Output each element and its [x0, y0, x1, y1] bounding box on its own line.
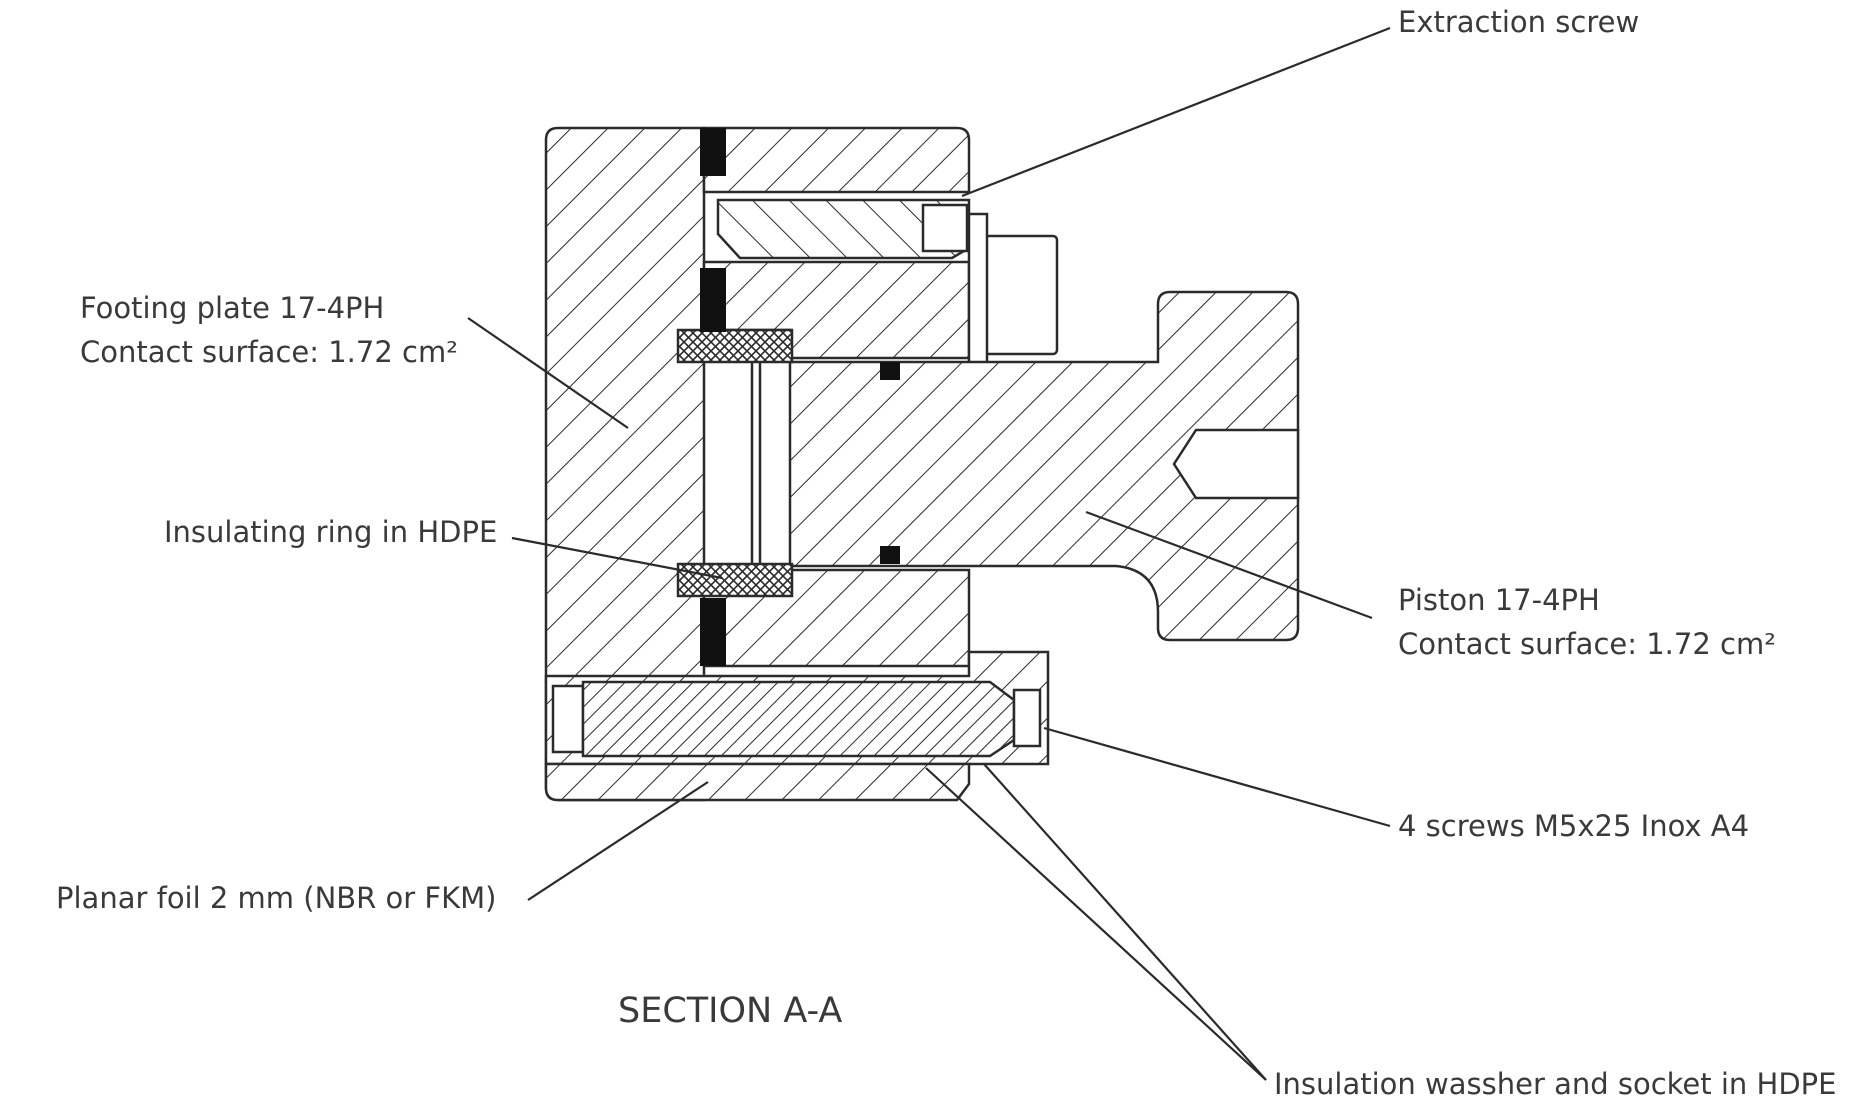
- label-planar-foil: Planar foil 2 mm (NBR or FKM): [56, 881, 496, 915]
- upper-cylinder-wall: [704, 128, 969, 192]
- label-footing-plate-line1: Footing plate 17-4PH: [80, 291, 384, 325]
- screw-head: [969, 214, 1057, 364]
- label-insulating-ring: Insulating ring in HDPE: [164, 515, 497, 549]
- label-piston-line2: Contact surface: 1.72 cm²: [1398, 627, 1776, 661]
- label-footing-plate-line2: Contact surface: 1.72 cm²: [80, 335, 458, 369]
- leader-washer-a: [926, 768, 1266, 1080]
- leader-washer-b: [984, 764, 1266, 1080]
- label-insulation-washer: Insulation wassher and socket in HDPE: [1274, 1067, 1836, 1101]
- label-screws: 4 screws M5x25 Inox A4: [1398, 809, 1749, 843]
- leader-extraction-screw: [962, 28, 1390, 196]
- label-extraction-screw: Extraction screw: [1398, 5, 1639, 39]
- o-ring-lower: [880, 546, 900, 564]
- label-piston-line1: Piston 17-4PH: [1398, 583, 1600, 617]
- leader-screws: [1044, 728, 1390, 826]
- o-ring-upper: [880, 362, 900, 380]
- section-title: SECTION A-A: [618, 991, 842, 1031]
